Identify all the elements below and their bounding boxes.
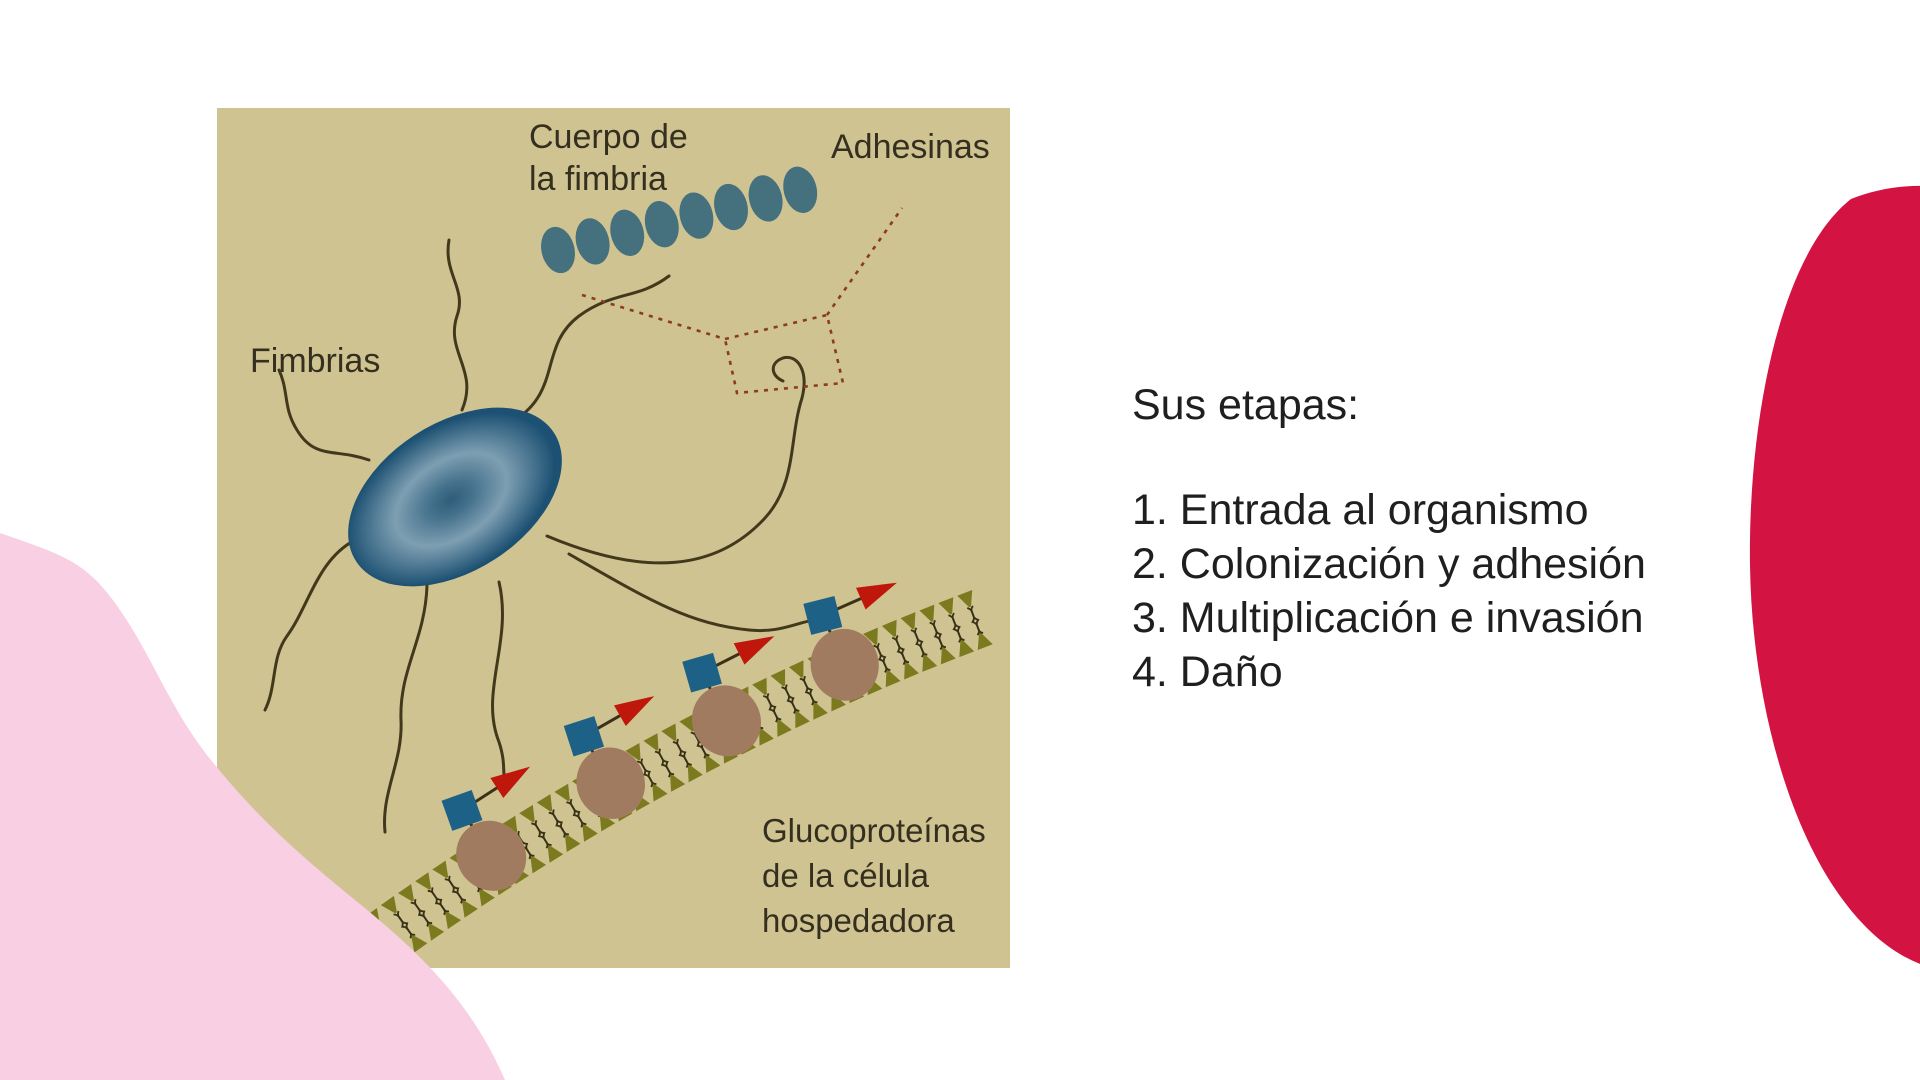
stage-item-4: 4. Daño: [1132, 648, 1283, 696]
stage-item-1: 1. Entrada al organismo: [1132, 486, 1589, 534]
adhesin-callout-dashes: [581, 207, 904, 395]
label-adhesins: Adhesinas: [831, 128, 990, 166]
label-fimbriae: Fimbrias: [250, 342, 380, 380]
stages-list: 1. Entrada al organismo 2. Colonización …: [1132, 483, 1646, 699]
stage-item-2: 2. Colonización y adhesión: [1132, 540, 1646, 588]
label-glycoproteins-line1: Glucoproteínas: [762, 812, 986, 849]
label-glycoproteins-line3: hospedadora: [762, 902, 955, 939]
red-side-blob: [1749, 186, 1920, 964]
stages-text-block: Sus etapas: 1. Entrada al organismo 2. C…: [1132, 378, 1646, 699]
label-fimbria-body-line2: la fimbria: [529, 160, 667, 198]
bacteria-adhesion-diagram: Cuerpo de la fimbria Adhesinas Fimbrias …: [217, 108, 1010, 968]
label-fimbria-body-line1: Cuerpo de: [529, 118, 688, 156]
stages-heading: Sus etapas:: [1132, 381, 1360, 429]
stage-item-3: 3. Multiplicación e invasión: [1132, 594, 1644, 642]
label-glycoproteins-line2: de la célula: [762, 857, 930, 894]
fimbria-body-beads: [541, 166, 818, 274]
